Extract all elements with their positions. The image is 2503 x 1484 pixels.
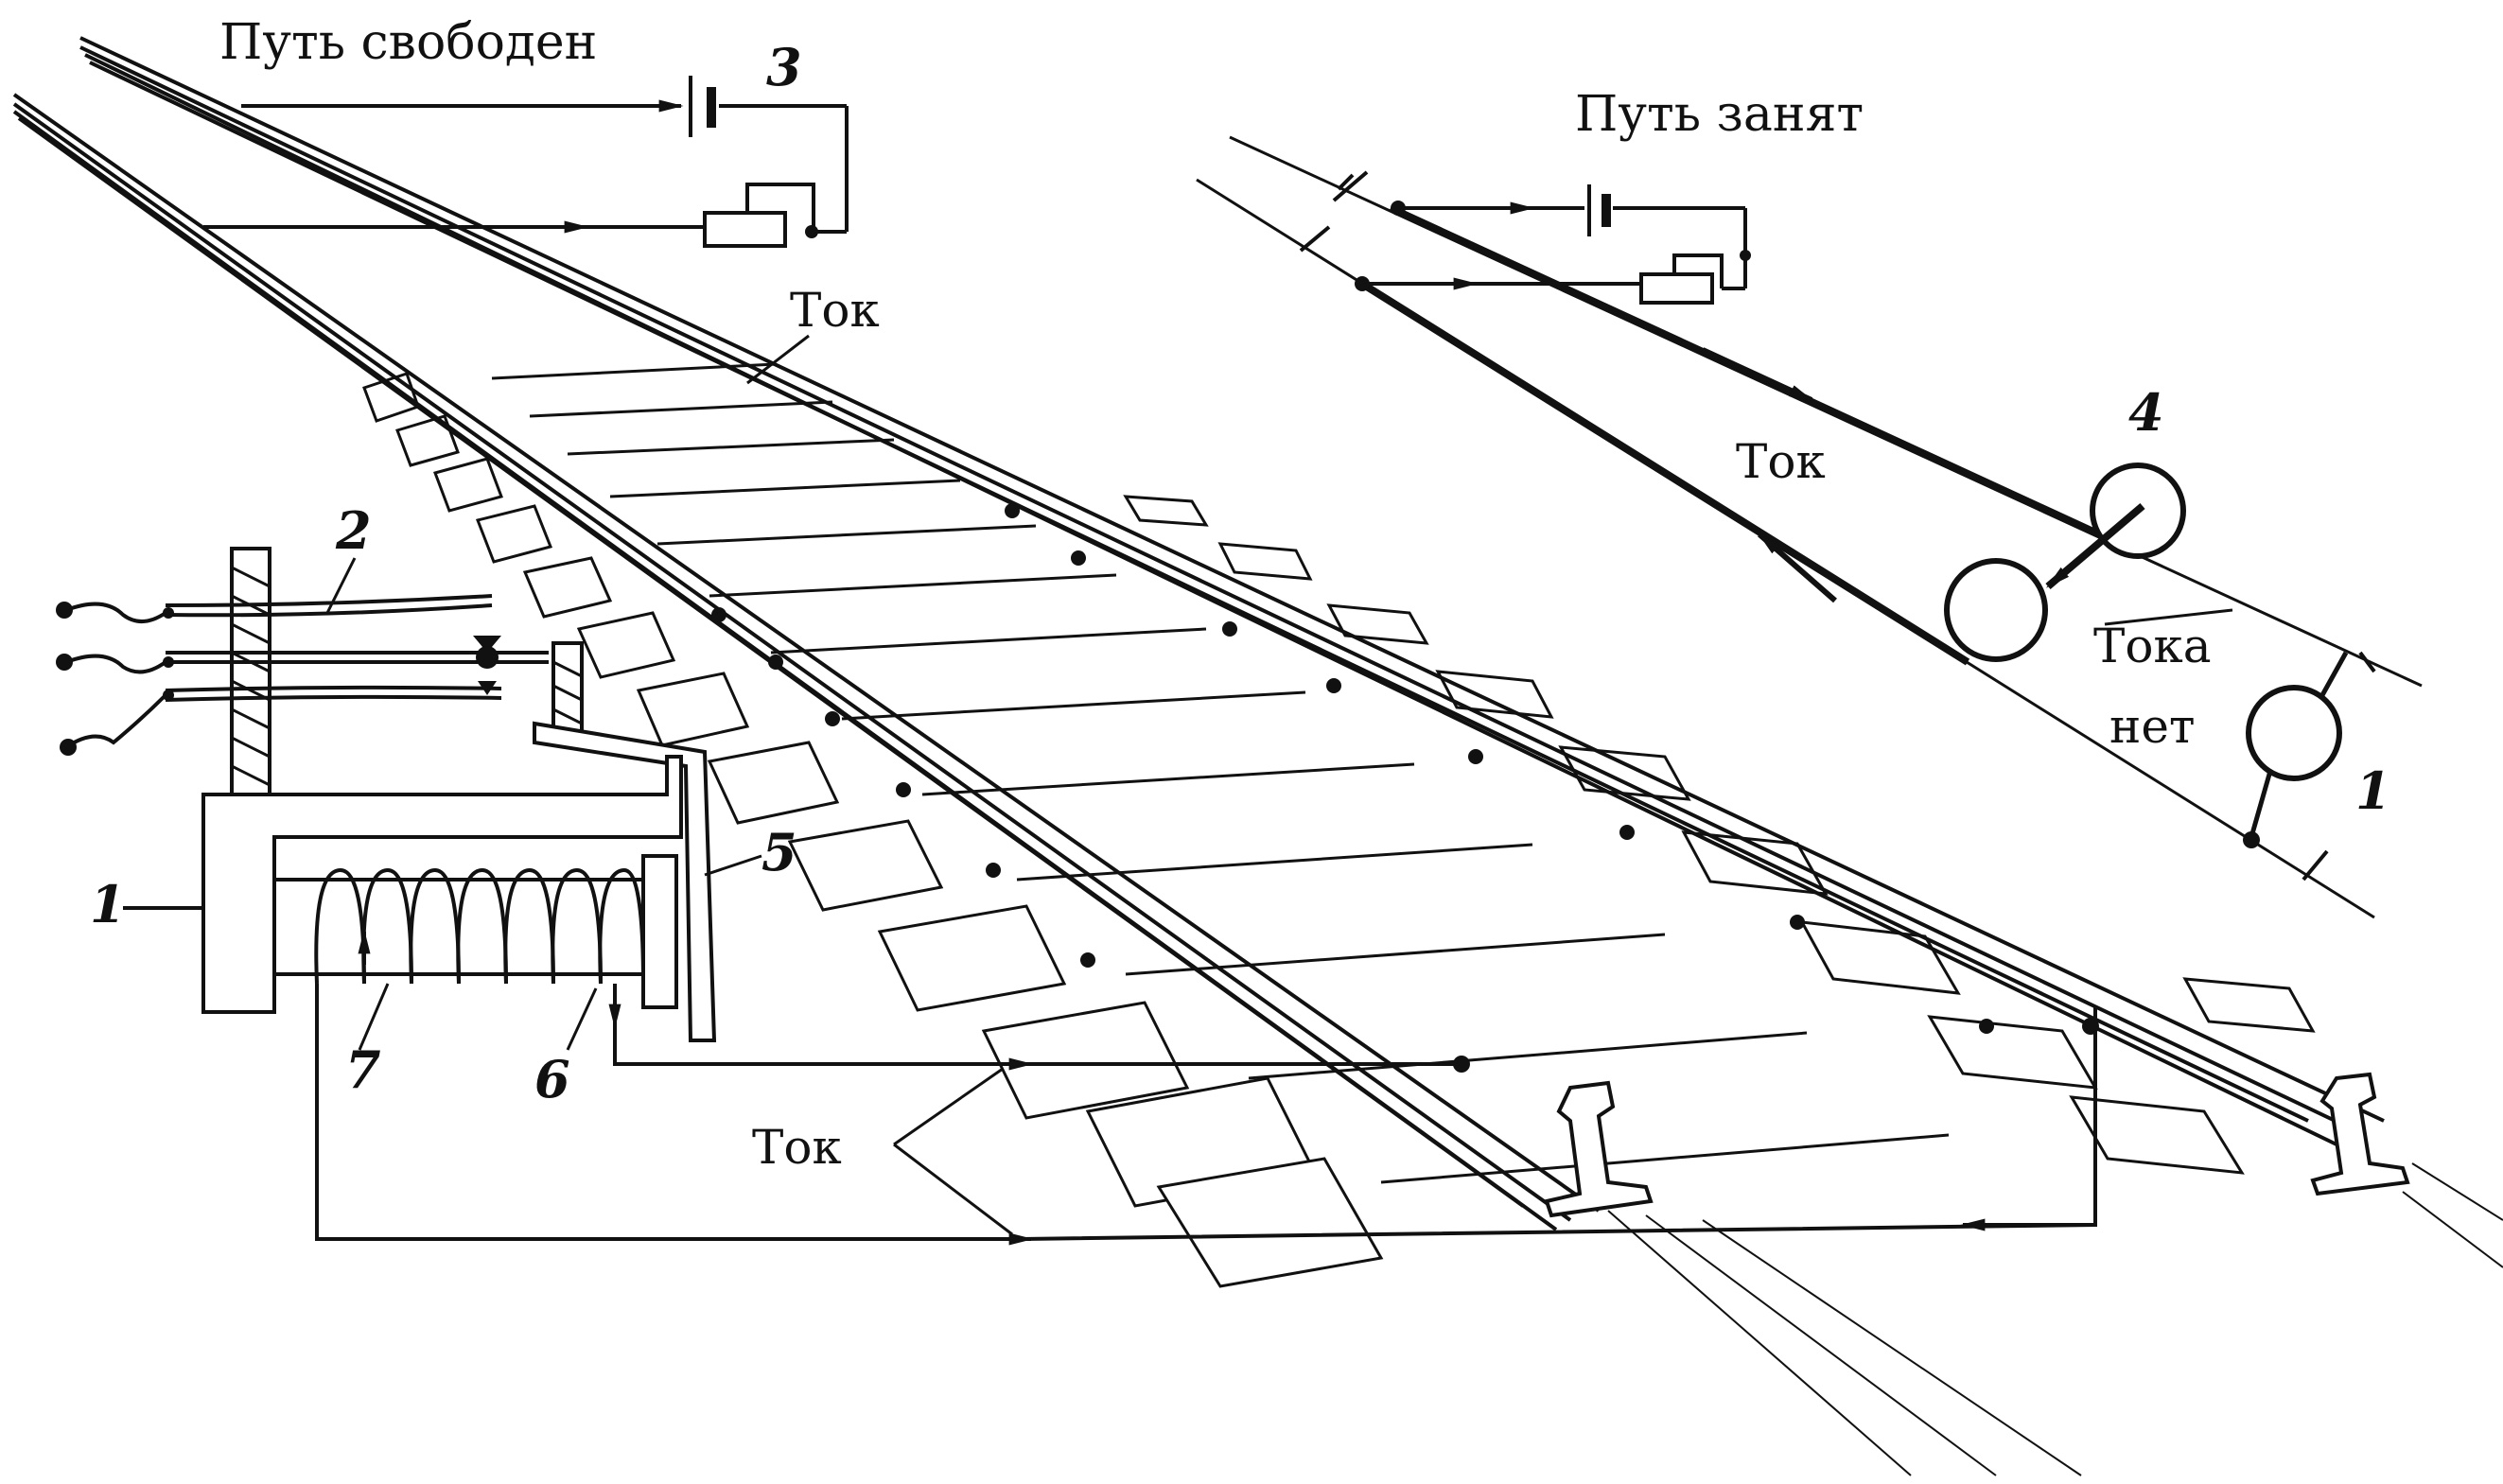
resistor-node: [805, 225, 818, 238]
feed-circuit: [203, 99, 849, 234]
insulated-joints: [1299, 170, 2376, 882]
no-current-label-line1: Тока: [2093, 619, 2212, 673]
coil-wires: [315, 984, 2097, 1246]
relay-assembly: [56, 547, 2099, 1246]
relay-coil: [314, 867, 645, 985]
current-label-lower: Ток: [752, 1120, 842, 1175]
callout-contacts: 2: [335, 500, 372, 561]
left-rail-profile: [1544, 1080, 1654, 1218]
armature-post: [551, 641, 584, 740]
core-pole: [641, 854, 678, 1009]
battery-symbol: [689, 76, 716, 137]
wheel-axle: [2045, 502, 2145, 590]
left-rail-connection: [1453, 1056, 1470, 1073]
sleepers: [362, 372, 2316, 1288]
contact-post: [230, 547, 271, 796]
inset-resistor: [1639, 272, 1714, 305]
left-rail: [12, 93, 1601, 1231]
relay-frame: [201, 755, 683, 1014]
callout-battery: 3: [766, 37, 802, 97]
callout-armature: 5: [761, 822, 797, 882]
track-occupied-label: Путь занят: [1575, 86, 1864, 143]
right-rail: [79, 36, 2385, 1146]
current-label-right: Ток: [1736, 434, 1826, 489]
contact-springs: [64, 594, 549, 749]
rail-fasteners: [711, 503, 1994, 1034]
ground-lines: [1607, 1162, 2503, 1476]
current-pointers: [893, 1067, 1013, 1236]
railway-track: [12, 36, 2503, 1476]
callout-relay-left: 1: [90, 874, 126, 934]
no-current-label-line2: нет: [2109, 699, 2196, 754]
right-rail-connection: [2082, 1018, 2099, 1035]
callout-wheelset: 4: [2128, 382, 2164, 443]
callout-coil: 7: [345, 1039, 381, 1100]
track-free-label: Путь свободен: [219, 14, 597, 71]
armature-lever: [533, 721, 717, 1042]
terminal-dots: [56, 602, 174, 756]
contact-points: [473, 636, 501, 695]
wheel-near: [1944, 558, 2048, 662]
inset-relay: [2246, 685, 2342, 781]
occupied-track-inset: [1196, 135, 2423, 919]
ties: [491, 362, 1950, 1184]
current-label-upper: Ток: [790, 283, 880, 338]
callout-relay-right: 1: [2355, 760, 2391, 821]
limiting-resistor: [703, 211, 787, 248]
right-rail-profile: [2310, 1072, 2410, 1196]
callout-core: 6: [534, 1049, 570, 1109]
inset-feed-circuit: [1362, 201, 1747, 290]
